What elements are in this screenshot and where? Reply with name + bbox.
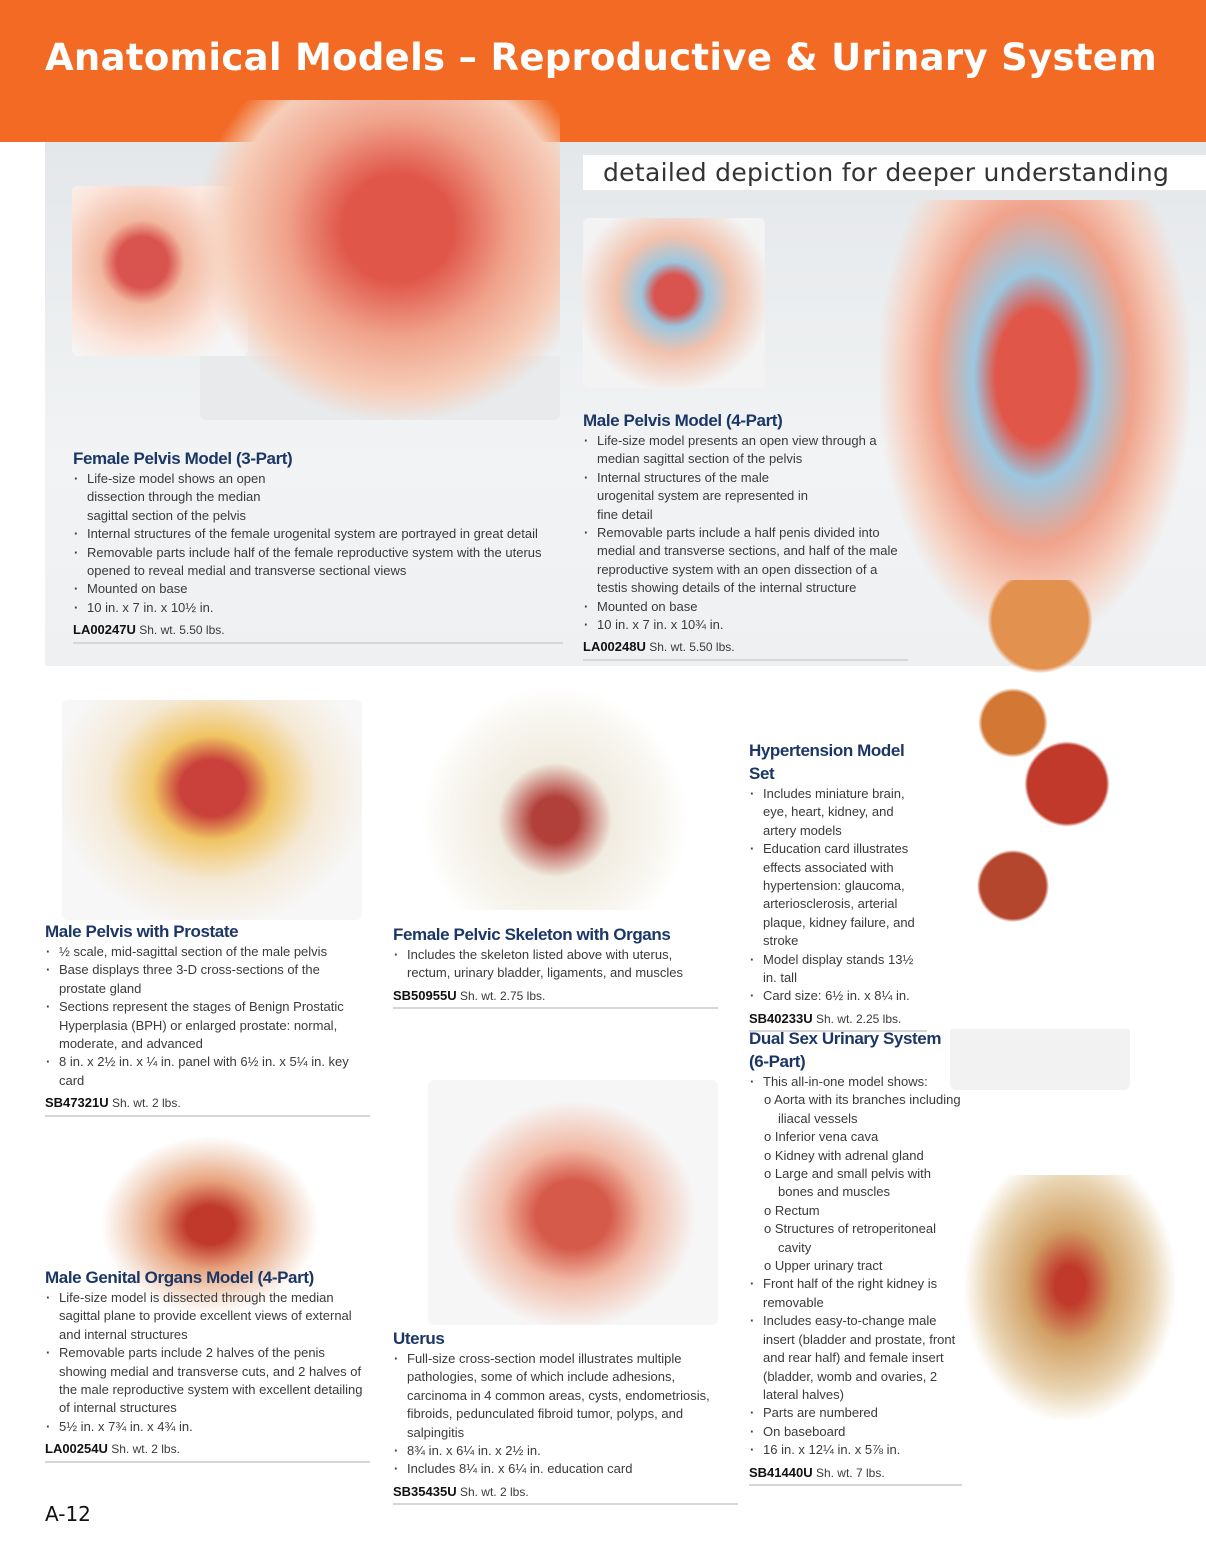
- shipping-weight: Sh. wt. 2 lbs.: [111, 1442, 180, 1457]
- shipping-weight: Sh. wt. 2.75 lbs.: [459, 988, 546, 1003]
- sku-code: SB50955U: [393, 987, 457, 1003]
- feature-list: Includes miniature brain, eye, heart, ki…: [749, 785, 927, 1006]
- feature-item: Removable parts include half of the fema…: [73, 544, 563, 581]
- product-title: Dual Sex Urinary System (6-Part): [749, 1029, 942, 1071]
- feature-list: Includes the skeleton listed above with …: [393, 946, 718, 983]
- product-hypertension-model-set: Hypertension Model SetIncludes miniature…: [749, 739, 927, 1033]
- male-pelvis-inset-image: [583, 218, 765, 388]
- sku-line: SB50955U Sh. wt. 2.75 lbs.: [393, 987, 718, 1010]
- feature-item: Internal structures of the male urogenit…: [583, 469, 828, 524]
- product-title: Female Pelvic Skeleton with Organs: [393, 925, 671, 944]
- uterus-image: [428, 1080, 718, 1325]
- sku-code: LA00254U: [45, 1441, 108, 1457]
- feature-item: Parts are numbered: [749, 1404, 962, 1423]
- sku-line: SB35435U Sh. wt. 2 lbs.: [393, 1483, 738, 1506]
- page-number: A-12: [45, 1502, 91, 1526]
- feature-item: This all-in-one model shows:: [749, 1073, 962, 1092]
- sku-line: SB40233U Sh. wt. 2.25 lbs.: [749, 1010, 927, 1033]
- feature-item: o Structures of retroperitoneal cavity: [764, 1221, 936, 1255]
- feature-item: Internal structures of the female urogen…: [73, 525, 563, 544]
- feature-item: Mounted on base: [73, 580, 563, 599]
- feature-item: Removable parts include a half penis div…: [583, 524, 908, 598]
- feature-list: ½ scale, mid-sagittal section of the mal…: [45, 943, 370, 1090]
- feature-item: Includes easy-to-change male insert (bla…: [749, 1312, 962, 1404]
- feature-item: Card size: 6½ in. x 8¼ in.: [749, 987, 927, 1006]
- feature-item: o Rectum: [764, 1202, 820, 1218]
- feature-item: Removable parts include 2 halves of the …: [45, 1344, 370, 1418]
- feature-item: Includes miniature brain, eye, heart, ki…: [749, 785, 927, 840]
- feature-list: This all-in-one model shows:o Aorta with…: [749, 1073, 962, 1460]
- sku-code: SB35435U: [393, 1483, 457, 1499]
- feature-item: o Upper urinary tract: [764, 1258, 883, 1274]
- feature-item: Model display stands 13½ in. tall: [749, 951, 927, 988]
- product-dual-sex-urinary-system: Dual Sex Urinary System (6-Part)This all…: [749, 1027, 962, 1486]
- feature-item: 5½ in. x 7¾ in. x 4¾ in.: [45, 1418, 370, 1437]
- feature-item: 8 in. x 2½ in. x ¼ in. panel with 6½ in.…: [45, 1053, 370, 1090]
- feature-item: Includes the skeleton listed above with …: [393, 946, 718, 983]
- male-pelvis-prostate-image: [62, 700, 362, 920]
- feature-list: Life-size model presents an open view th…: [583, 432, 908, 635]
- product-female-pelvis-model: Female Pelvis Model (3-Part) Life-size mo…: [73, 447, 563, 644]
- sku-code: SB47321U: [45, 1095, 109, 1111]
- hypertension-model-image: [950, 580, 1130, 1090]
- feature-item: o Aorta with its branches including ilia…: [764, 1092, 961, 1126]
- feature-item: Life-size model is dissected through the…: [45, 1289, 370, 1344]
- shipping-weight: Sh. wt. 7 lbs.: [815, 1465, 885, 1480]
- product-title: Hypertension Model Set: [749, 741, 905, 783]
- product-title: Male Genital Organs Model (4-Part): [45, 1268, 314, 1287]
- product-title: Uterus: [393, 1329, 445, 1348]
- feature-item: o Large and small pelvis with bones and …: [764, 1166, 931, 1200]
- shipping-weight: Sh. wt. 2 lbs.: [111, 1096, 181, 1111]
- product-uterus: UterusFull-size cross-section model illu…: [393, 1327, 738, 1506]
- feature-item: Sections represent the stages of Benign …: [45, 998, 370, 1053]
- feature-list: Life-size model is dissected through the…: [45, 1289, 370, 1437]
- product-male-pelvis-model: Male Pelvis Model (4-Part) Life-size mode…: [583, 409, 908, 661]
- female-pelvis-image: [200, 100, 560, 420]
- male-genital-organs-image: [100, 1135, 320, 1315]
- product-title: Female Pelvis Model (3-Part): [73, 449, 293, 468]
- feature-item: Base displays three 3-D cross-sections o…: [45, 961, 370, 998]
- feature-item: Includes 8¼ in. x 6¼ in. education card: [393, 1460, 738, 1479]
- tagline: detailed depiction for deeper understand…: [583, 155, 1206, 190]
- sku-line: LA00247U Sh. wt. 5.50 lbs.: [73, 621, 563, 644]
- header-banner: Anatomical Models – Reproductive & Urina…: [0, 0, 1206, 142]
- dual-sex-urinary-image: [965, 1175, 1175, 1420]
- sku-line: SB47321U Sh. wt. 2 lbs.: [45, 1094, 370, 1117]
- sku-line: SB41440U Sh. wt. 7 lbs.: [749, 1464, 962, 1486]
- feature-item: 10 in. x 7 in. x 10½ in.: [73, 599, 563, 618]
- product-title: Male Pelvis with Prostate: [45, 922, 239, 941]
- sku-code: LA00248U: [583, 639, 646, 655]
- page-title: Anatomical Models – Reproductive & Urina…: [45, 36, 1157, 79]
- feature-item: Mounted on base: [583, 598, 908, 617]
- feature-item: o Inferior vena cava: [764, 1129, 879, 1145]
- male-pelvis-image: [880, 200, 1190, 640]
- feature-list: Life-size model shows an open dissection…: [73, 470, 563, 618]
- feature-item: Education card illustrates effects assoc…: [749, 840, 927, 950]
- sku-line: LA00254U Sh. wt. 2 lbs.: [45, 1440, 370, 1463]
- female-pelvic-skeleton-image: [420, 685, 690, 910]
- product-title: Male Pelvis Model (4-Part): [583, 411, 783, 430]
- sku-code: SB40233U: [749, 1010, 813, 1026]
- feature-list: Full-size cross-section model illustrate…: [393, 1350, 738, 1479]
- sku-line: LA00248U Sh. wt. 5.50 lbs.: [583, 638, 908, 661]
- sku-code: LA00247U: [73, 622, 136, 638]
- product-female-pelvic-skeleton: Female Pelvic Skeleton with OrgansInclud…: [393, 923, 718, 1010]
- shipping-weight: Sh. wt. 5.50 lbs.: [649, 640, 735, 655]
- feature-item: 8¾ in. x 6¼ in. x 2½ in.: [393, 1442, 738, 1461]
- feature-item: Front half of the right kidney is remova…: [749, 1275, 962, 1312]
- feature-item: o Kidney with adrenal gland: [764, 1147, 924, 1163]
- feature-item: 16 in. x 12¼ in. x 5⅞ in.: [749, 1441, 962, 1460]
- sku-code: SB41440U: [749, 1464, 813, 1480]
- feature-item: ½ scale, mid-sagittal section of the mal…: [45, 943, 370, 962]
- shipping-weight: Sh. wt. 2.25 lbs.: [815, 1011, 902, 1026]
- product-male-genital-organs: Male Genital Organs Model (4-Part) Life-s…: [45, 1266, 370, 1463]
- shipping-weight: Sh. wt. 5.50 lbs.: [139, 623, 225, 638]
- feature-item: Life-size model shows an open dissection…: [73, 470, 283, 525]
- feature-item: On baseboard: [749, 1423, 962, 1442]
- shipping-weight: Sh. wt. 2 lbs.: [459, 1484, 529, 1499]
- feature-item: Life-size model presents an open view th…: [583, 432, 908, 469]
- product-male-pelvis-prostate: Male Pelvis with Prostate ½ scale, mid-sa…: [45, 920, 370, 1117]
- feature-item: Full-size cross-section model illustrate…: [393, 1350, 738, 1442]
- feature-item: 10 in. x 7 in. x 10¾ in.: [583, 616, 908, 635]
